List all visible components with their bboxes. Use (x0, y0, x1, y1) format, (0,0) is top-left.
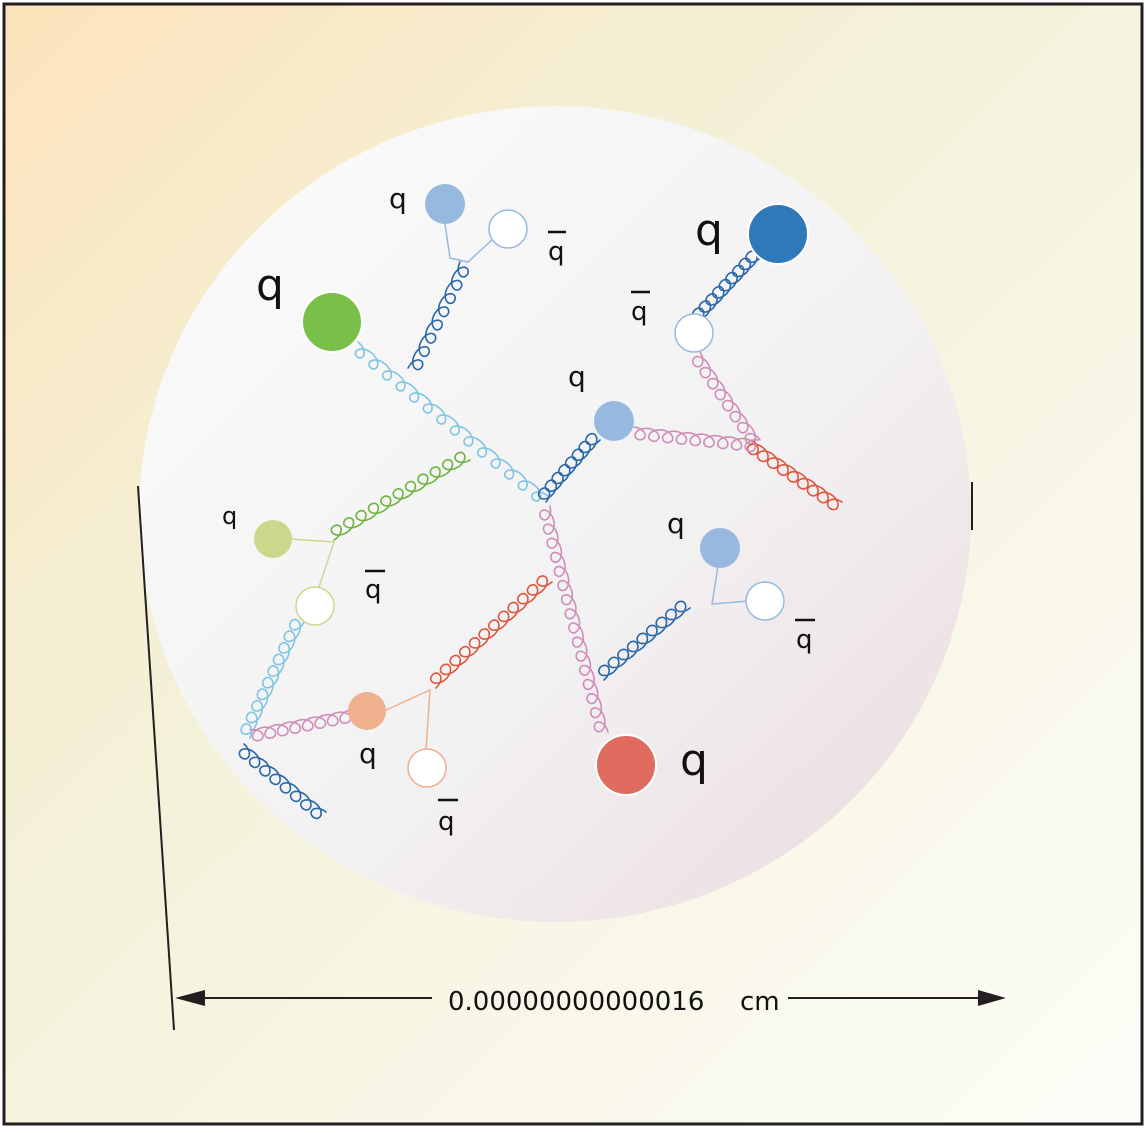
valence-quark-red (595, 734, 657, 796)
label-quark-lower-right: q (667, 507, 685, 540)
label-valence-quark-blue: q (695, 205, 723, 256)
scale-measurement-unit: cm (740, 987, 780, 1017)
connector-lower-left-pair (383, 688, 431, 751)
sea-antiquark-top (488, 209, 528, 249)
label-quark-center: q (568, 360, 586, 393)
gluon-center-to-red (539, 505, 609, 733)
connector-left-pair (289, 538, 336, 591)
gluon-green-to-center (354, 341, 549, 502)
connector-layer (289, 223, 749, 751)
scale-arrowhead-right (978, 990, 1006, 1006)
label-antiquark-right: q (631, 297, 648, 327)
gluon-blue-to-antiquark (691, 250, 761, 323)
label-valence-quark-red: q (680, 735, 708, 786)
proton-body (139, 106, 971, 922)
sea-quark-lower-left (348, 692, 386, 730)
label-antiquark-top: q (548, 237, 565, 267)
sea-antiquark-lower-left (407, 748, 447, 788)
gluon-bottom-left-blue (238, 743, 327, 820)
valence-quark-green (301, 291, 363, 353)
sea-antiquark-lower-right (745, 581, 785, 621)
gluon-right-red (746, 439, 843, 511)
scale-arrowhead-left (175, 990, 205, 1006)
sea-antiquark-left (295, 586, 335, 626)
sea-antiquark-right (674, 313, 714, 353)
label-layer: q q q q q q q q q q q q q (222, 182, 815, 837)
gluon-red-lower-left (430, 575, 553, 689)
label-antiquark-left: q (365, 575, 382, 605)
sea-quark-center (594, 401, 634, 441)
gluon-center-blue (537, 432, 601, 503)
sea-quark-left (254, 520, 292, 558)
connector-top-pair (444, 223, 495, 263)
label-antiquark-lower-left: q (438, 807, 455, 837)
gluon-bottom-left-pink (249, 709, 352, 742)
gluon-lower-right-blue (598, 600, 691, 681)
gluon-right-pink (691, 351, 761, 445)
valence-quark-blue (747, 203, 809, 265)
label-quark-top: q (389, 182, 407, 215)
gluon-layer (238, 250, 843, 820)
gluon-center-pink (633, 426, 759, 453)
sea-quark-lower-right (700, 528, 740, 568)
gluon-left-down (240, 618, 305, 739)
label-quark-lower-left: q (359, 737, 377, 770)
scale-guide-left (137, 485, 175, 1031)
gluon-green-left (330, 451, 471, 541)
label-quark-left: q (222, 502, 237, 530)
connector-lower-right-pair (711, 565, 749, 605)
gluon-top-pair (407, 261, 470, 371)
particle-layer (254, 184, 809, 796)
label-valence-quark-green: q (256, 260, 284, 311)
label-antiquark-lower-right: q (796, 625, 813, 655)
scale-measurement-value: 0.00000000000016 (448, 987, 704, 1017)
sea-quark-top (425, 184, 465, 224)
